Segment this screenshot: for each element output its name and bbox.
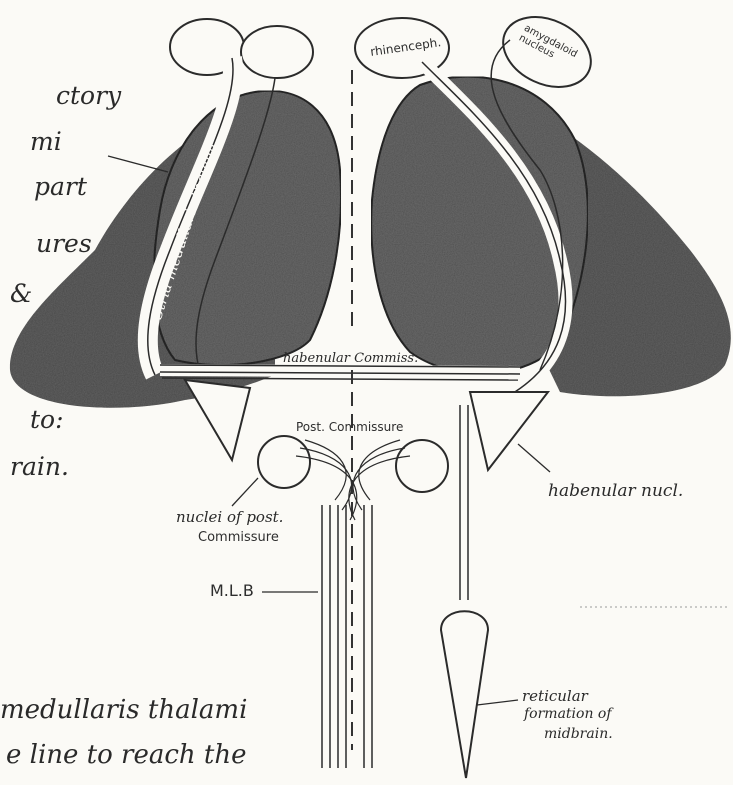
- mlb-label: M.L.B: [210, 581, 254, 600]
- margin-fragment: &: [10, 279, 32, 308]
- habenular-triangle-right: [470, 392, 548, 470]
- reticular-formation-label-1: reticular: [522, 687, 588, 705]
- mlb-tract: [322, 505, 372, 768]
- reticular-formation-label-3: midbrain.: [544, 726, 613, 742]
- bottom-text-line-1: medullaris thalami: [0, 695, 247, 725]
- margin-fragment: part: [34, 172, 88, 201]
- reticular-formation-cone: [441, 611, 488, 778]
- habenular-commissure-label: habenular Commiss.: [283, 351, 418, 366]
- habenular-nucleus-label: habenular nucl.: [548, 481, 683, 501]
- nuclei-post-commissure-label: nuclei of post.: [176, 508, 283, 526]
- olfactory-oval-right: [241, 26, 313, 78]
- reticular-formation-label-2: formation of: [524, 706, 612, 722]
- margin-fragment: ures: [36, 229, 92, 258]
- habenular-triangle-left: [185, 380, 250, 460]
- post-commissure-label: Post. Commissure: [296, 420, 403, 434]
- bottom-text-line-2: e line to reach the: [6, 740, 247, 770]
- post-commissure-nucleus-left: [258, 436, 310, 488]
- margin-fragment: ctory: [56, 81, 122, 110]
- margin-fragment: mi: [30, 127, 62, 156]
- margin-fragment: rain.: [10, 452, 69, 481]
- reticular-tract: [460, 405, 468, 600]
- habenular-commissure-band: [160, 365, 520, 380]
- nuclei-post-commissure-label-2: Commissure: [198, 530, 279, 545]
- margin-fragment: to:: [30, 405, 64, 434]
